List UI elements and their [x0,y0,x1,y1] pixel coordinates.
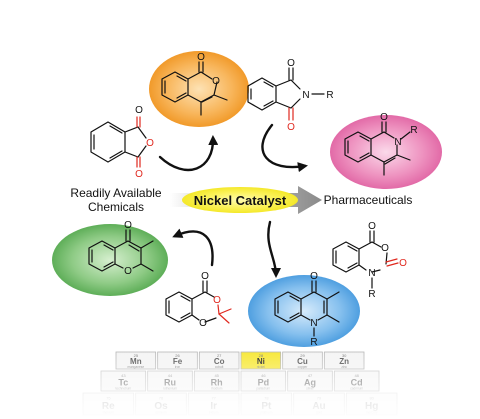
atom-o-label: O [201,271,209,282]
phthalic-anhydride-structure [90,116,147,168]
phthalimide-structure [247,67,325,121]
atom-o-label: O [287,122,295,133]
curved-arrow-to-isocoumarin [158,134,219,172]
atom-o-label: O [381,243,389,254]
isatoic-anhydride-structure [332,230,399,289]
chromone-structure [88,229,154,272]
curved-arrow-to-chromone [172,228,214,267]
orange-ellipse [149,51,249,127]
atom-n-label: N [394,137,401,148]
atom-o-label: O [197,52,205,63]
readily-available-label: Readily Available [70,186,161,200]
atom-o-label: O [213,295,221,306]
curved-arrow-to-quinolone [267,220,282,279]
atom-o-label: O [199,318,207,329]
atom-r-label: R [310,337,317,348]
isoquinolone-structure [344,121,411,176]
atom-n-label: N [368,268,375,279]
quinolone-structure [274,280,340,337]
atom-r-label: R [410,125,417,136]
nickel-catalyst-label: Nickel Catalyst [194,193,287,208]
benzodioxinone-structure [165,280,232,324]
atom-n-label: N [302,90,309,101]
green-ellipse [52,224,168,296]
atom-o-label: O [212,76,220,87]
atom-o-label: O [399,258,407,269]
chemicals-label: Chemicals [88,200,144,214]
blue-ellipse [248,275,360,347]
atom-o-label: O [124,220,132,231]
pink-ellipse [330,115,442,189]
atom-n-label: N [310,318,317,329]
atom-r-label: R [326,90,333,101]
nickel-catalyst-ellipse [182,187,298,213]
atom-o-label: O [135,169,143,180]
atom-o-label: O [124,266,132,277]
atom-o-label: O [146,138,154,149]
atom-o-label: O [380,112,388,123]
atom-r-label: R [368,289,375,300]
atom-o-label: O [310,271,318,282]
curved-arrow-to-isoquinolone [261,123,308,173]
atom-o-label: O [135,105,143,116]
atom-o-label: O [287,58,295,69]
periodic-table: 25Mnmanganese26Feiron27Cocobalt28Ninicke… [60,350,420,419]
atom-o-label: O [368,221,376,232]
pharmaceuticals-label: Pharmaceuticals [324,193,413,207]
isocoumarin-structure [161,61,228,116]
